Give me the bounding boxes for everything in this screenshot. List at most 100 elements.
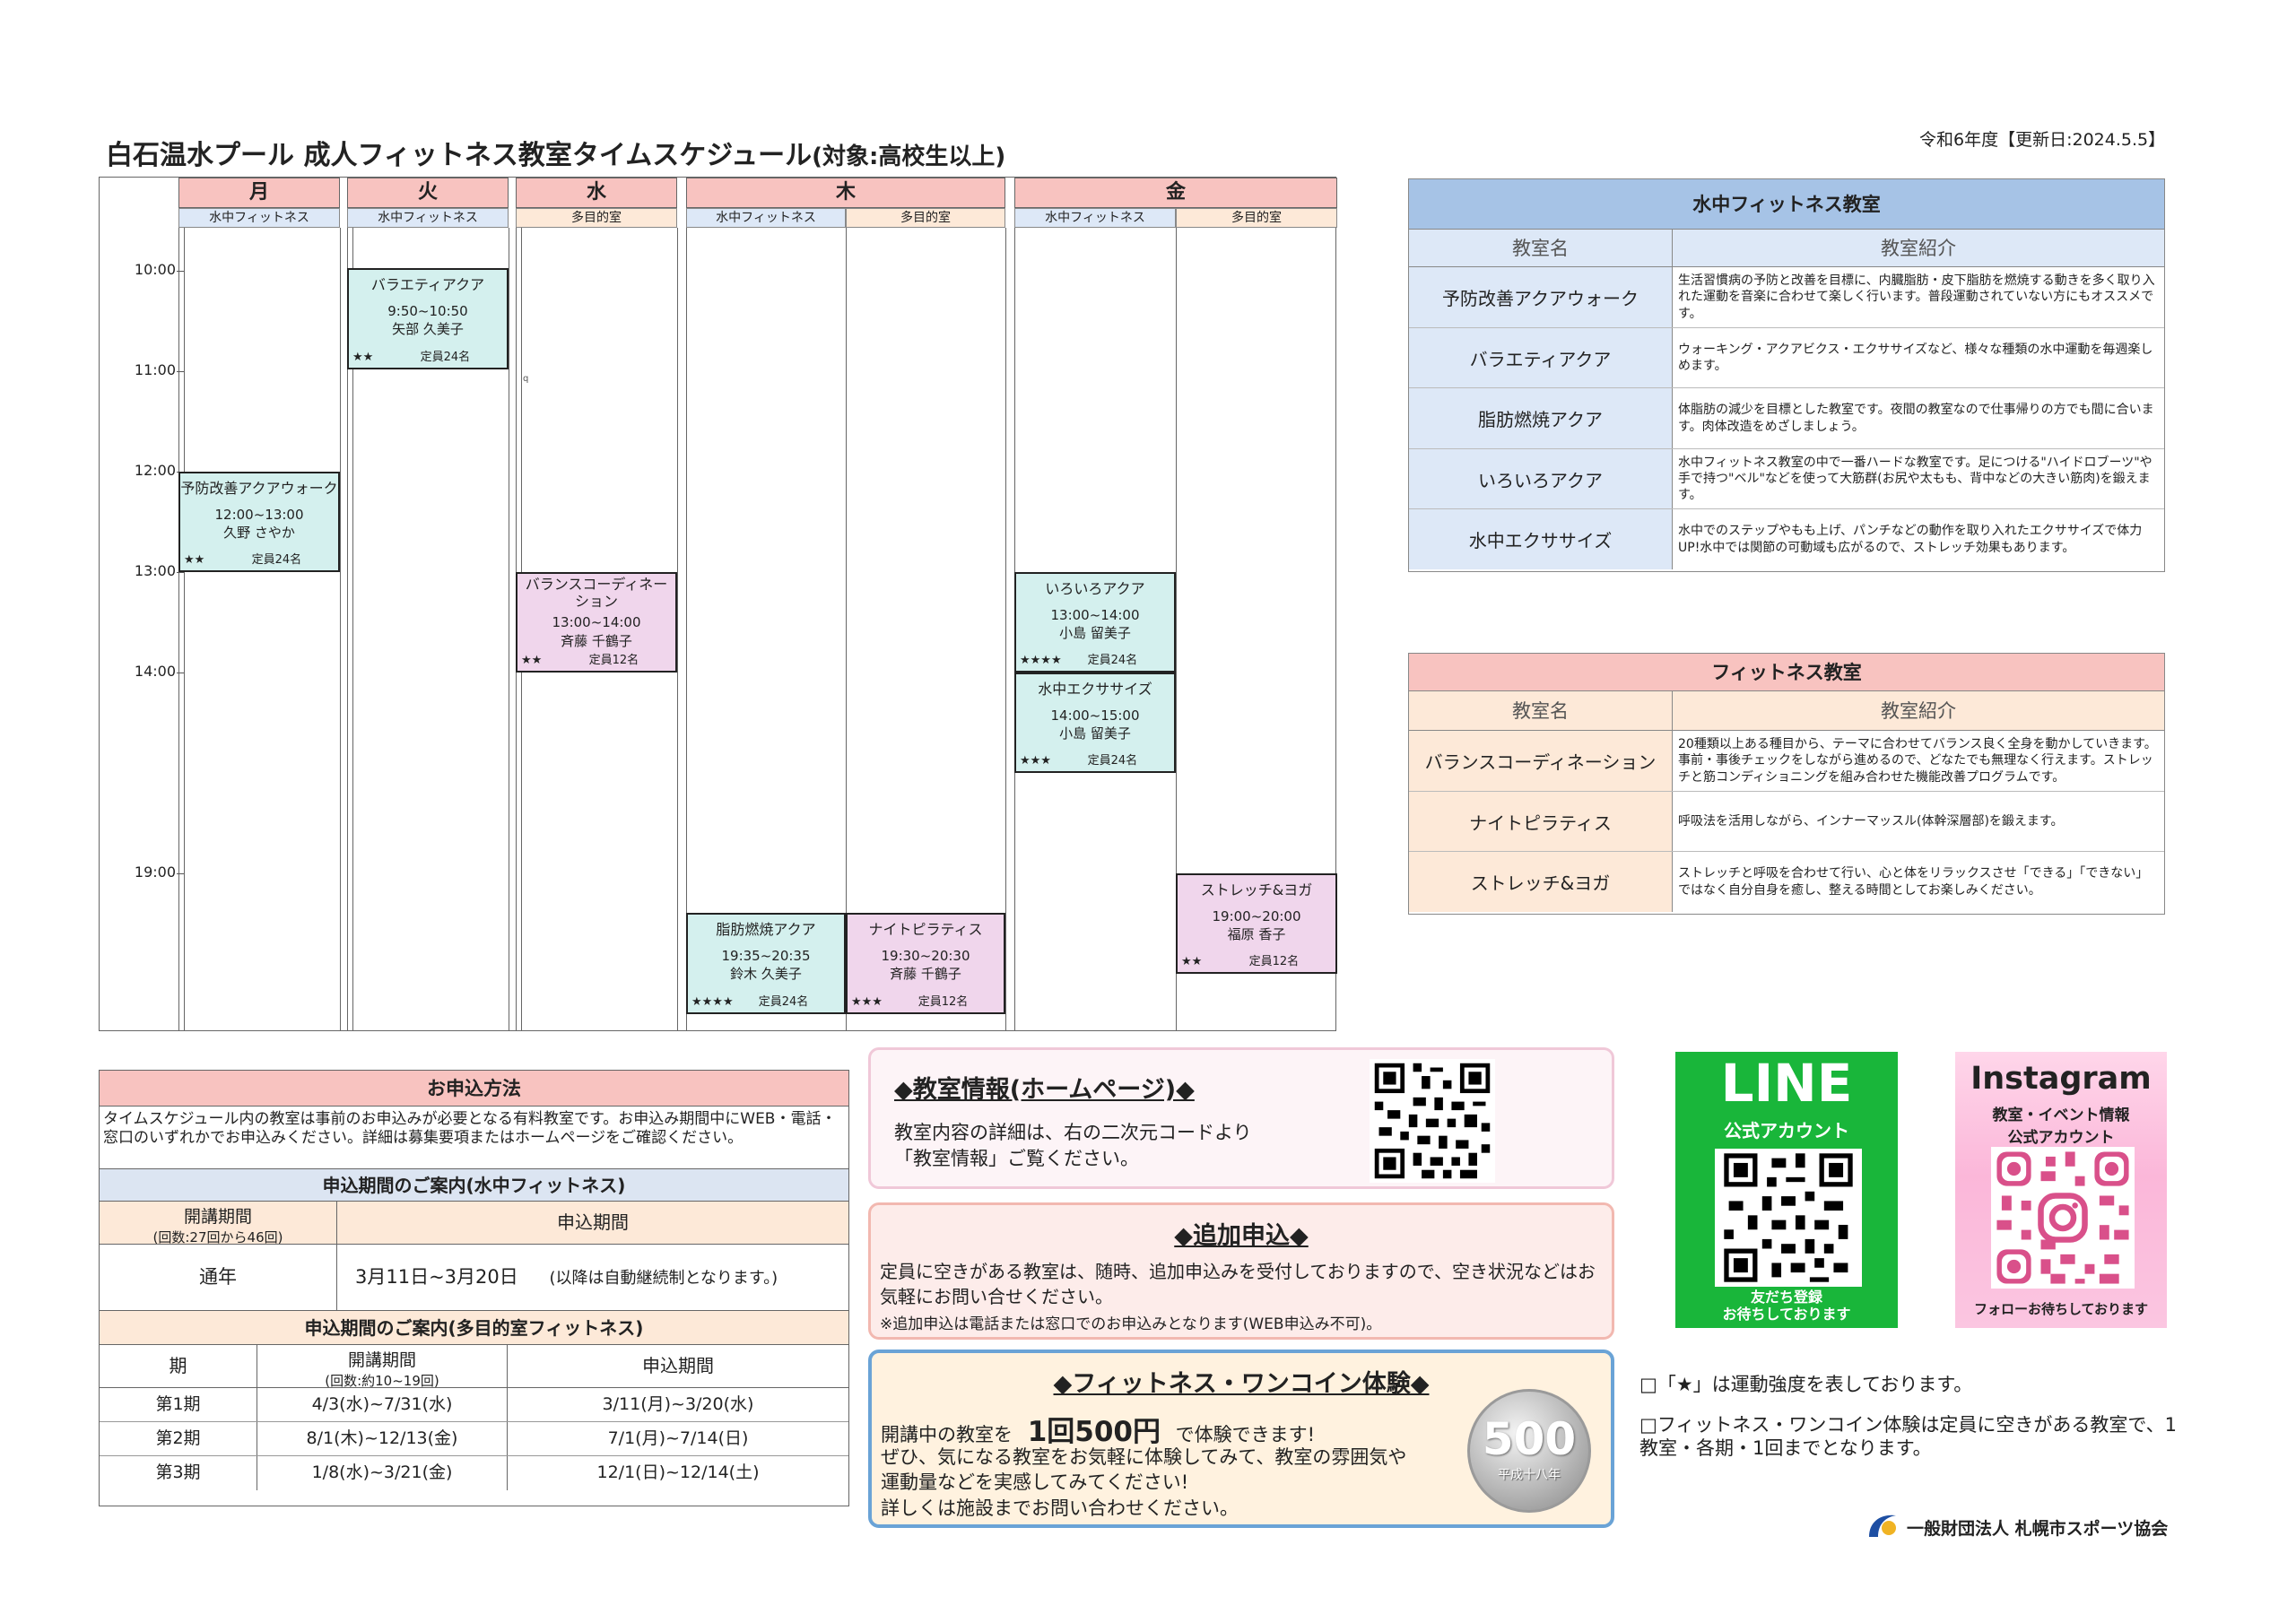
instagram-official-card[interactable]: Instagram 教室・イベント情報 公式アカウント フォローお待ちしておりま… [1955,1052,2167,1328]
qr-code-homepage[interactable] [1370,1059,1495,1183]
line-qr-code[interactable] [1715,1149,1862,1287]
apply-dates: 3月11日~3月20日 [355,1266,518,1288]
class-block[interactable]: 予防改善アクアウォーク 12:00~13:00 久野 さやか ★★定員24名 [178,472,340,572]
line-official-card[interactable]: LINE 公式アカウント 友だち登録 お待ちしております [1675,1052,1898,1328]
term-period: 8/1(木)~12/13(金) [257,1422,508,1455]
class-name-cell: バランスコーディネーション [1409,731,1673,791]
aqua-class-table: 水中フィットネス教室 教室名 教室紹介 予防改善アクアウォーク生活習慣病の予防と… [1408,178,2165,572]
grid-line [1176,228,1177,1030]
class-capacity: 定員12名 [1248,955,1300,969]
class-time: 19:00~20:00 [1212,907,1301,924]
intensity-stars: ★★★★ [1020,654,1062,668]
class-desc-cell: 呼吸法を活用しながら、インナーマッスル(体幹深層部)を鍛えます。 [1678,813,2064,829]
class-desc-cell: 体脂肪の減少を目標とした教室です。夜間の教室なので仕事帰りの方でも間に合います。… [1678,403,2154,434]
class-desc-cell: ストレッチと呼吸を合わせて行い、心と体をリラックスさせ「できる」「できない」では… [1678,866,2149,898]
day-tue: 火 [347,178,509,208]
coin-year: 平成十八年 [1498,1468,1561,1482]
class-instructor: 鈴木 久美子 [730,965,802,982]
class-name: 脂肪燃焼アクア [716,921,816,938]
class-block[interactable]: いろいろアクア 13:00~14:00 小島 留美子 ★★★★定員24名 [1014,572,1176,673]
update-date: 令和6年度【更新日:2024.5.5】 [1919,130,2166,150]
class-block[interactable]: バラエティアクア 9:50~10:50 矢部 久美子 ★★定員24名 [347,268,509,369]
box-title: ◆追加申込◆ [1174,1222,1309,1250]
extra-text: 定員に空きがある教室は、随時、追加申込みを受付しておりますので、空き状況などはお… [880,1261,1596,1307]
time-label: 19:00 [134,864,176,881]
table-title: 水中フィットネス教室 [1409,179,2164,230]
col-header: 教室紹介 [1881,238,1956,259]
qr-code-icon [1370,1059,1494,1183]
class-block[interactable]: ストレッチ&ヨガ 19:00~20:00 福原 香子 ★★定員12名 [1176,873,1337,974]
term-row: 第2期 8/1(木)~12/13(金) 7/1(月)~7/14(日) [100,1422,848,1456]
term-cell: 第2期 [100,1422,257,1455]
col-header: 教室名 [1409,691,1673,730]
col-header: 教室紹介 [1881,700,1956,722]
grid-line [340,228,341,1030]
onecoin-text: 詳しくは施設までお問い合わせください。 [881,1497,1239,1519]
class-name: 水中エクササイズ [1038,681,1152,698]
line-footer: お待ちしております [1722,1306,1851,1324]
box-title: ◆フィットネス・ワンコイン体験◆ [1053,1370,1430,1398]
instagram-qr-code[interactable] [1991,1147,2135,1289]
info-text: 教室内容の詳細は、右の二次元コードより [894,1122,1252,1143]
class-capacity: 定員24名 [420,351,471,365]
onecoin-trial-box: ◆フィットネス・ワンコイン体験◆ 開講中の教室を 1回500円 で体験できます!… [868,1350,1614,1528]
term-period: 1/8(水)~3/21(金) [257,1456,508,1490]
intensity-stars: ★★★ [1020,754,1051,768]
class-time: 12:00~13:00 [214,506,304,523]
class-name: いろいろアクア [1045,580,1145,597]
onecoin-text: で体験できます! [1175,1424,1316,1445]
class-time: 9:50~10:50 [387,302,468,319]
org-logo-icon [1866,1510,1901,1542]
apply-note: (以降は自動継続制となります。) [549,1269,778,1288]
class-block[interactable]: 脂肪燃焼アクア 19:35~20:35 鈴木 久美子 ★★★★定員24名 [686,913,846,1014]
class-desc-cell: 生活習慣病の予防と改善を目標に、内臓脂肪・皮下脂肪を燃焼する動きを多く取り入れた… [1678,273,2155,321]
class-time: 19:35~20:35 [721,947,811,964]
class-name: バラエティアクア [370,276,485,293]
class-block[interactable]: ナイトピラティス 19:30~20:30 斉藤 千鶴子 ★★★定員12名 [846,913,1005,1014]
room-wed-multi: 多目的室 [516,208,677,228]
class-name: ナイトピラティス [868,921,983,938]
class-capacity: 定員24名 [251,553,302,568]
class-name-cell: 脂肪燃焼アクア [1409,388,1673,448]
term-apply: 7/1(月)~7/14(日) [607,1428,749,1448]
class-instructor: 久野 さやか [223,524,295,541]
class-block[interactable]: バランスコーディネーション 13:00~14:00 斉藤 千鶴子 ★★定員12名 [516,572,677,673]
class-block[interactable]: 水中エクササイズ 14:00~15:00 小島 留美子 ★★★定員24名 [1014,673,1176,773]
grid-line [677,228,678,1030]
intensity-stars: ★★ [1181,955,1203,969]
class-instructor: 福原 香子 [1227,925,1286,942]
box-title: ◆教室情報(ホームページ)◆ [894,1076,1195,1104]
grid-line [347,228,348,1030]
col-subheader: (回数:約10~19回) [325,1373,439,1389]
period-cell: 通年 [100,1245,337,1310]
note-stars: □「★」は運動強度を表しております。 [1639,1374,1973,1395]
grid-line [1005,228,1006,1030]
room-tue-aqua: 水中フィットネス [347,208,509,228]
line-footer: 友だち登録 [1750,1289,1822,1306]
class-info-box: ◆教室情報(ホームページ)◆ 教室内容の詳細は、右の二次元コードより 「教室情報… [868,1047,1614,1189]
time-tick [177,371,184,372]
class-desc-cell: ウォーキング・アクアビクス・エクササイズなど、様々な種類の水中運動を毎週楽しめま… [1678,342,2153,373]
room-thu-aqua: 水中フィットネス [686,208,846,228]
table-title: フィットネス教室 [1409,654,2164,691]
timetable: 月 火 水 木 金 水中フィットネス 水中フィットネス 多目的室 水中フィットネ… [99,177,1337,1031]
class-capacity: 定員24名 [758,995,809,1010]
room-thu-multi: 多目的室 [846,208,1005,228]
onecoin-text: ぜひ、気になる教室をお気軽に体験してみて、教室の雰囲気や [881,1446,1407,1468]
time-label: 12:00 [134,462,176,479]
time-tick [177,572,184,573]
col-header: 開講期間 [183,1207,252,1227]
col-header: 開講期間 [347,1350,416,1370]
class-capacity: 定員24名 [1087,654,1138,668]
col-header: 申込期間 [642,1355,714,1376]
term-cell: 第3期 [100,1456,257,1490]
note-onecoin: □フィットネス・ワンコイン体験は定員に空きがある教室で、1 [1639,1414,2177,1436]
info-text: 「教室情報」ご覧ください。 [894,1148,1139,1170]
page-title: 白石温水プール 成人フィットネス教室タイムスケジュール(対象:高校生以上) [106,140,1006,171]
coin-value: 500 [1482,1413,1577,1465]
room-fri-multi: 多目的室 [1176,208,1337,228]
line-sub: 公式アカウント [1724,1120,1849,1141]
coin-500-icon: 500 平成十八年 [1467,1389,1591,1513]
class-time: 14:00~15:00 [1050,707,1140,724]
